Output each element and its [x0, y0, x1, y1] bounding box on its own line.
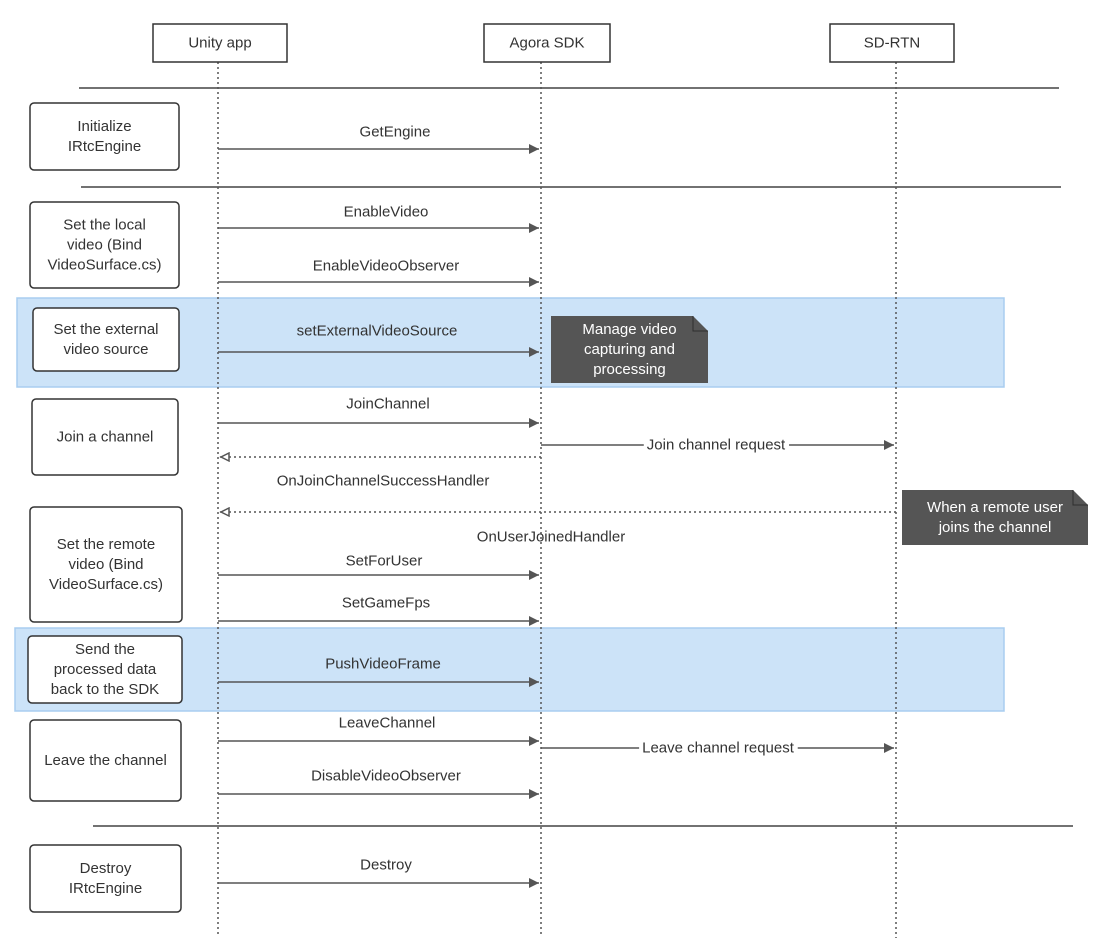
step-label-line: Set the local	[63, 217, 146, 234]
message-enable-video: EnableVideo	[218, 204, 539, 233]
message-label: SetForUser	[346, 553, 423, 570]
message-label: Join channel request	[647, 437, 786, 454]
message-label: Destroy	[360, 857, 412, 874]
step-label-line: IRtcEngine	[68, 138, 141, 155]
step-label-line: video (Bind	[68, 556, 143, 573]
note-label-line: joins the channel	[938, 519, 1052, 536]
step-label: Join a channel	[57, 429, 154, 446]
step-label-line: VideoSurface.cs)	[49, 576, 163, 593]
step-box	[29, 506, 183, 623]
step-box	[29, 102, 180, 171]
message-label: setExternalVideoSource	[297, 323, 458, 340]
label-backdrop	[643, 436, 790, 454]
note-label-line: Manage video	[582, 321, 676, 338]
message-set-for-user: SetForUser	[218, 553, 539, 580]
message-label: EnableVideoObserver	[313, 258, 459, 275]
step-label-line: back to the SDK	[51, 681, 159, 698]
step-box	[31, 398, 179, 476]
step-label-line: processed data	[54, 661, 157, 678]
participant-box	[152, 23, 288, 63]
step-label-line: Initialize	[77, 118, 131, 135]
message-disable-video-observer: DisableVideoObserver	[218, 768, 539, 799]
step-label-line: Leave the channel	[44, 752, 167, 769]
step-box	[32, 307, 180, 372]
message-label: DisableVideoObserver	[311, 768, 461, 785]
step-send-processed: Send the processed data back to the SDK	[27, 635, 183, 704]
participant-sdrtn: SD-RTN	[829, 23, 955, 63]
message-label: OnUserJoinedHandler	[477, 529, 625, 546]
note-label: When a remote user joins the channel	[927, 499, 1063, 536]
note-fold	[1072, 490, 1088, 506]
step-label-line: Destroy	[80, 860, 132, 877]
participant-label: Agora SDK	[509, 35, 584, 52]
message-label: LeaveChannel	[339, 715, 436, 732]
message-join-channel: JoinChannel	[218, 396, 539, 428]
message-label: PushVideoFrame	[325, 656, 441, 673]
step-box	[29, 844, 182, 913]
message-set-game-fps: SetGameFps	[218, 595, 539, 626]
participant-label: SD-RTN	[864, 35, 920, 52]
step-label-line: Send the	[75, 641, 135, 658]
message-destroy: Destroy	[218, 857, 539, 888]
step-label-line: video source	[63, 341, 148, 358]
step-box	[29, 719, 182, 802]
message-label: OnJoinChannelSuccessHandler	[277, 473, 490, 490]
step-label: Set the external video source	[53, 321, 158, 358]
step-label-line: Set the external	[53, 321, 158, 338]
step-label-line: Join a channel	[57, 429, 154, 446]
message-leave-channel: LeaveChannel	[218, 715, 539, 746]
step-box	[29, 201, 180, 289]
note-label-line: When a remote user	[927, 499, 1063, 516]
step-label-line: IRtcEngine	[69, 880, 142, 897]
step-label-line: VideoSurface.cs)	[48, 257, 162, 274]
participant-sdk: Agora SDK	[483, 23, 611, 63]
highlight-band-external-source	[16, 297, 1005, 388]
step-leave: Leave the channel	[29, 719, 182, 802]
step-label: Send the processed data back to the SDK	[51, 641, 159, 698]
message-label: SetGameFps	[342, 595, 430, 612]
note-box	[902, 490, 1088, 545]
message-label: JoinChannel	[346, 396, 429, 413]
note-box	[551, 316, 708, 383]
step-join: Join a channel	[31, 398, 179, 476]
step-box	[27, 635, 183, 704]
message-join-channel-request: Join channel request	[541, 436, 894, 454]
message-leave-channel-request: Leave channel request	[541, 739, 894, 757]
step-external-source: Set the external video source	[32, 307, 180, 372]
message-enable-video-observer: EnableVideoObserver	[218, 258, 539, 287]
message-label: EnableVideo	[344, 204, 429, 221]
message-label: GetEngine	[360, 124, 431, 141]
note-label: Manage video capturing and processing	[582, 321, 676, 378]
participant-box	[483, 23, 611, 63]
step-label-line: Set the remote	[57, 536, 155, 553]
step-label: Leave the channel	[44, 752, 167, 769]
note-remote-user-joins: When a remote user joins the channel	[902, 490, 1088, 545]
message-label: Leave channel request	[642, 740, 795, 757]
message-get-engine: GetEngine	[218, 124, 539, 154]
step-label-line: video (Bind	[67, 237, 142, 254]
participant-box	[829, 23, 955, 63]
message-push-video-frame: PushVideoFrame	[218, 656, 539, 687]
note-manage-video: Manage video capturing and processing	[551, 316, 708, 383]
label-backdrop	[639, 739, 798, 757]
message-set-external-video-source: setExternalVideoSource	[218, 323, 539, 357]
message-on-join-channel-success: OnJoinChannelSuccessHandler	[220, 457, 541, 490]
participant-label: Unity app	[188, 35, 251, 52]
note-label-line: processing	[593, 361, 666, 378]
message-on-user-joined: OnUserJoinedHandler	[220, 512, 896, 546]
participant-unity: Unity app	[152, 23, 288, 63]
note-fold	[692, 316, 708, 332]
note-label-line: capturing and	[584, 341, 675, 358]
